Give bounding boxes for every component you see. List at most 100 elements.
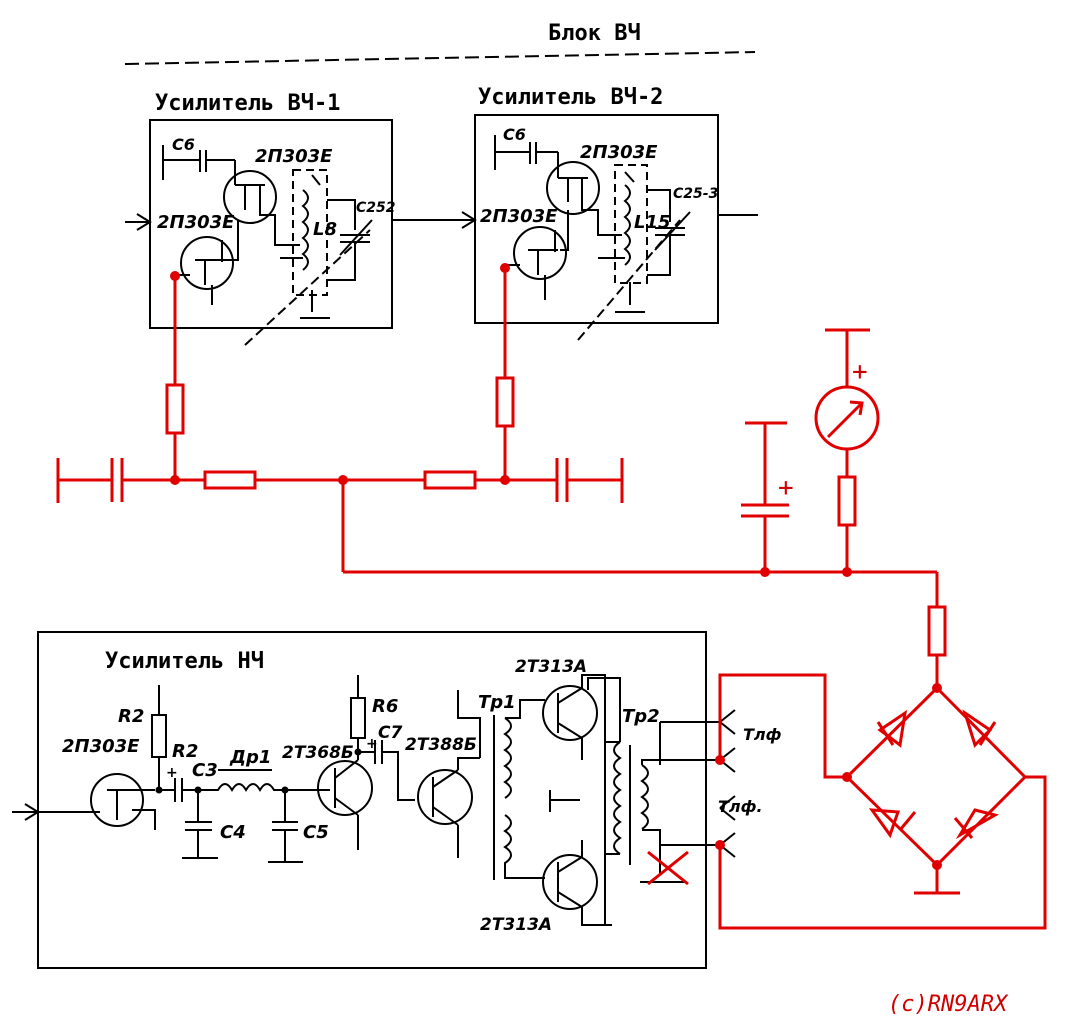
c4-capacitor <box>182 790 218 859</box>
rf2-l15-label: L15 <box>634 212 671 233</box>
red-meter-arrow <box>849 400 864 416</box>
c3-plus: + <box>166 765 178 781</box>
red-diode-bridge <box>844 685 1028 868</box>
red-cross-b <box>647 850 689 886</box>
rf2-fet-upper <box>546 161 600 215</box>
c4-label: С4 <box>220 822 246 843</box>
red-resistor-rf2 <box>495 376 515 428</box>
af-title: Усилитель НЧ <box>105 649 264 674</box>
rf2-fet-lower-label: 2П303Е <box>480 206 558 227</box>
tr2-primary-leads <box>587 677 621 855</box>
rf1-c6-label: С6 <box>172 135 195 154</box>
rf2-fet-upper-label: 2П303Е <box>580 142 658 163</box>
rf1-box <box>149 119 393 329</box>
rf1-l8-label: L8 <box>313 219 337 240</box>
rf1-fet-lower <box>180 236 234 290</box>
af-q1-leads <box>334 752 359 850</box>
rf2-l15-coil <box>623 184 631 266</box>
c7-label: С7 <box>378 723 402 743</box>
rf1-title: Усилитель ВЧ-1 <box>155 91 340 116</box>
rf1-input-arrow <box>136 213 152 231</box>
af-q1-label: 2Т368Б <box>282 743 354 763</box>
af-amplifier: Усилитель НЧ 2П303Е R2 R2 С3 + С4 Др1 С5 <box>12 631 782 969</box>
c5-capacitor <box>268 790 303 863</box>
tr2-sec-leads <box>641 721 720 875</box>
rf2-box <box>474 114 719 324</box>
rf1-fet-upper-label: 2П303Е <box>255 146 333 167</box>
dr1-label: Др1 <box>229 747 271 768</box>
phones-label-1: Тлф <box>743 725 782 744</box>
rf2-l15-screen <box>614 164 648 284</box>
tr1-sec-top <box>505 699 545 719</box>
rf-block-boundary <box>124 51 756 65</box>
c5-label: С5 <box>303 822 329 843</box>
r6-label: R6 <box>372 696 398 717</box>
af-q1-transistor <box>317 760 373 816</box>
rf2-l15-tap <box>624 171 635 183</box>
red-node-bus-3 <box>500 475 510 485</box>
red-node-jack-1 <box>715 755 725 765</box>
rf2-c25-trimmer <box>647 189 685 276</box>
rf2-title: Усилитель ВЧ-2 <box>478 85 663 110</box>
rf1-c25-arrow <box>339 219 373 256</box>
red-meter-needle <box>826 401 864 439</box>
tr2-primary <box>613 741 622 855</box>
af-q2-leads <box>432 757 480 858</box>
c7-plus: + <box>366 736 378 752</box>
rf2-c25-label: С25-3 <box>673 186 718 202</box>
rf1-l8-coil <box>301 189 309 271</box>
rf-amplifier-2: Усилитель ВЧ-2 С6 2П303Е 2П303Е L15 С25-… <box>474 85 758 341</box>
copyright-label: (c)RN9ARX <box>888 992 1009 1017</box>
dr1-choke <box>198 783 285 792</box>
rf-block-title: Блок ВЧ <box>548 21 641 46</box>
rf-amplifier-1: Усилитель ВЧ-1 С6 2П303Е 2П303Е L8 <box>125 91 396 346</box>
red-bridge-resistor <box>927 605 947 657</box>
phone-jacks <box>719 709 736 858</box>
tr1-secondary <box>503 814 545 879</box>
r2-resistor <box>151 714 167 758</box>
af-q4-leads <box>557 840 612 926</box>
af-q4-label: 2Т313А <box>480 915 552 935</box>
rf2-fet-lower <box>513 226 567 280</box>
rf2-c6-label: С6 <box>503 125 526 144</box>
tr1-label: Тр1 <box>478 692 516 713</box>
red-meter-plus: + <box>852 357 868 387</box>
tr1-feed <box>457 690 481 758</box>
tr2-secondary <box>640 764 649 830</box>
rf1-l8-tap <box>311 174 321 186</box>
red-meter-resistor <box>837 475 857 527</box>
af-q3-transistor <box>542 685 598 741</box>
rf-section: Блок ВЧ Усилитель ВЧ-1 С6 2П303Е 2П303Е <box>124 21 758 346</box>
r6-resistor <box>350 697 366 739</box>
red-resistor-bus-2 <box>423 470 477 490</box>
rf1-ground <box>300 290 330 319</box>
phones-label-2: Тлф. <box>718 797 763 816</box>
rf2-fet-upper-leads <box>557 152 622 236</box>
red-node-bus-1 <box>170 475 180 485</box>
r2-label-2: R2 <box>172 741 198 762</box>
red-modification: + + <box>56 263 1047 1017</box>
red-diode-3 <box>868 808 917 839</box>
red-diode-2 <box>962 709 997 748</box>
af-q4-transistor <box>542 854 598 910</box>
red-loop-bottom <box>718 775 1047 930</box>
rf2-tune-link <box>577 219 681 341</box>
af-q3-label: 2Т313А <box>515 657 587 677</box>
red-node-jack-2 <box>715 840 725 850</box>
rf1-tune-link <box>244 229 371 346</box>
rf1-c25-trimmer <box>327 199 370 281</box>
rf1-fet-upper <box>223 170 277 224</box>
rf2-fet-lower-leads <box>503 210 569 300</box>
rf1-fet-upper-leads <box>234 160 300 246</box>
c3-capacitor <box>159 778 198 802</box>
c7-capacitor <box>358 740 415 801</box>
red-loop-top <box>718 673 847 779</box>
rf1-l8-screen <box>292 169 328 296</box>
af-box <box>37 631 707 969</box>
af-fet <box>90 773 144 827</box>
tr2-label: Тр2 <box>622 706 660 727</box>
red-resistor-bus-1 <box>203 470 257 490</box>
red-node-rf2 <box>500 263 510 273</box>
af-fet-leads <box>38 789 156 830</box>
